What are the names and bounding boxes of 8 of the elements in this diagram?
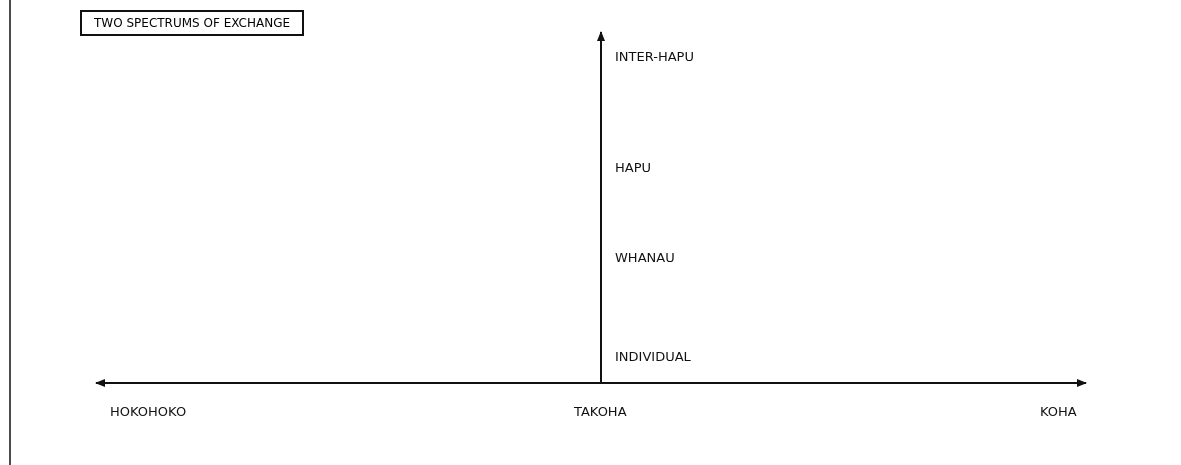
axis-label: INDIVIDUAL: [615, 349, 691, 365]
title: TWO SPECTRUMS OF EXCHANGE: [80, 10, 305, 36]
axis-label: WHANAU: [615, 250, 675, 266]
axis-label: INTER-HAPU: [615, 49, 694, 65]
axis-label: TAKOHA: [574, 404, 627, 420]
axis-label: HOKOHOKO: [110, 404, 187, 420]
axis-label: KOHA: [1040, 404, 1077, 420]
axis-label: HAPU: [615, 160, 652, 176]
